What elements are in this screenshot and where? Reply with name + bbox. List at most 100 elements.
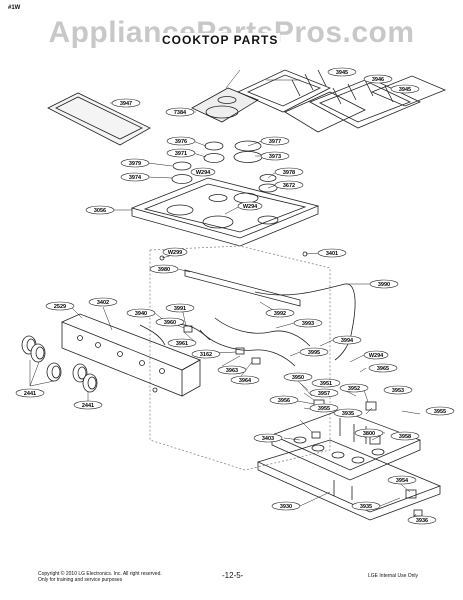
- callout-3800: 3800: [354, 428, 384, 438]
- callout-label: 3954: [396, 478, 409, 484]
- callout-3992: 3992: [265, 308, 295, 318]
- burner-heads-drawing: [171, 140, 278, 193]
- callout-label: 2441: [24, 391, 36, 397]
- callout-3979: 3979: [120, 158, 150, 168]
- callout-label: 3800: [363, 431, 375, 437]
- callout-3956: 3956: [269, 395, 299, 405]
- callout-label: 3961: [176, 341, 188, 347]
- callout-label: W299: [168, 250, 182, 256]
- callout-label: 3947: [120, 101, 132, 107]
- callout-label: 3951: [320, 381, 332, 387]
- callout-label: 2529: [54, 304, 66, 310]
- callout-label: 3945: [336, 70, 348, 76]
- callout-label: 3401: [326, 251, 338, 257]
- callout-label: 3955: [318, 406, 330, 412]
- callout-2529: 2529: [45, 301, 75, 311]
- callout-3401: 3401: [317, 248, 347, 258]
- internal-use-note: LGE Internal Use Only: [368, 573, 419, 579]
- callout-w294-3: W294: [363, 350, 389, 360]
- callout-label: 3976: [175, 139, 187, 145]
- callout-3947: 3947: [111, 98, 141, 108]
- callout-label: 3162: [200, 352, 212, 358]
- callout-2441-2: 2441: [73, 400, 103, 410]
- cooktop-drawing: [130, 177, 320, 247]
- gas-manifold-drawing: [139, 269, 356, 367]
- callout-label: 3978: [283, 170, 295, 176]
- callout-3961: 3961: [167, 338, 197, 348]
- knobs-drawing: [21, 335, 98, 393]
- fittings-drawing: [152, 251, 423, 517]
- callout-3995: 3995: [299, 347, 329, 357]
- callout-3672: 3672: [274, 180, 304, 190]
- callout-3993: 3993: [293, 318, 323, 328]
- callout-3935-1: 3935: [333, 408, 363, 418]
- callout-label: 3957: [318, 391, 330, 397]
- copyright-text: Copyright © 2010 LG Electronics. Inc. Al…: [38, 571, 162, 583]
- callout-label: 3995: [308, 350, 320, 356]
- callout-label: 3953: [392, 388, 404, 394]
- callout-label: 3979: [129, 161, 141, 167]
- callout-label: 3945: [399, 87, 411, 93]
- grates-drawing: [237, 69, 447, 133]
- callout-label: 3965: [377, 366, 389, 372]
- callout-2441-1: 2441: [15, 388, 45, 398]
- callout-3960: 3960: [155, 317, 185, 327]
- callout-3952: 3952: [339, 383, 369, 393]
- callout-label: 3964: [239, 378, 252, 384]
- burner-box-drawing: [191, 87, 259, 123]
- callout-3964: 3964: [230, 375, 260, 385]
- callout-3980: 3980: [149, 264, 179, 274]
- callout-label: 3955: [434, 409, 446, 415]
- callout-label: W294: [369, 353, 384, 359]
- body-frame-drawing: [149, 245, 331, 471]
- callout-3963: 3963: [217, 365, 247, 375]
- part-callouts: 3947 3945 3946 3945 7384 3976 3977 3971 …: [15, 67, 455, 525]
- callout-label: 3973: [269, 154, 281, 160]
- callout-3974: 3974: [120, 172, 150, 182]
- callout-3945: 3945: [390, 84, 420, 94]
- callout-label: 3950: [292, 375, 304, 381]
- callout-3973: 3973: [260, 151, 290, 161]
- callout-label: 3990: [378, 282, 390, 288]
- callout-3403: 3403: [253, 433, 283, 443]
- copyright-line-1: Copyright © 2010 LG Electronics. Inc. Al…: [38, 571, 162, 577]
- callout-label: 3958: [399, 434, 411, 440]
- callout-3990: 3990: [369, 279, 399, 289]
- callout-label: 7384: [174, 110, 187, 116]
- callout-label: 3952: [348, 386, 360, 392]
- callout-3954: 3954: [387, 475, 417, 485]
- callout-3936: 3936: [407, 515, 437, 525]
- control-panel-drawing: [60, 313, 201, 397]
- callout-3958: 3958: [390, 431, 420, 441]
- callout-label: 3980: [158, 267, 170, 273]
- callout-3162: 3162: [191, 349, 221, 359]
- callout-3991: 3991: [165, 303, 195, 313]
- leader-lines: [29, 69, 421, 520]
- callout-3955-2: 3955: [425, 406, 455, 416]
- callout-3965: 3965: [368, 363, 398, 373]
- callout-w294-2: W294: [237, 201, 263, 211]
- griddle-drawing: [47, 92, 151, 146]
- callout-label: 3940: [135, 311, 147, 317]
- callout-label: 3971: [175, 151, 187, 157]
- callout-3977: 3977: [260, 136, 290, 146]
- callout-3940: 3940: [126, 308, 156, 318]
- callout-label: 3402: [97, 300, 109, 306]
- callout-label: 3960: [164, 320, 176, 326]
- callout-label: 3956: [278, 398, 290, 404]
- copyright-line-2: Only for training and service purposes: [38, 577, 123, 583]
- callout-3953: 3953: [383, 385, 413, 395]
- callout-label: 3992: [274, 311, 286, 317]
- callout-w294-1: W294: [190, 167, 216, 177]
- callout-3935-2: 3935: [351, 501, 381, 511]
- callout-3971: 3971: [166, 148, 196, 158]
- corner-code: #1W: [8, 5, 21, 11]
- callout-label: W294: [196, 170, 211, 176]
- callout-3976: 3976: [166, 136, 196, 146]
- callout-label: 3991: [174, 306, 186, 312]
- callout-label: 3946: [372, 77, 384, 83]
- callout-label: 3672: [283, 183, 295, 189]
- callout-label: 3977: [269, 139, 281, 145]
- callout-3945: 3945: [327, 67, 357, 77]
